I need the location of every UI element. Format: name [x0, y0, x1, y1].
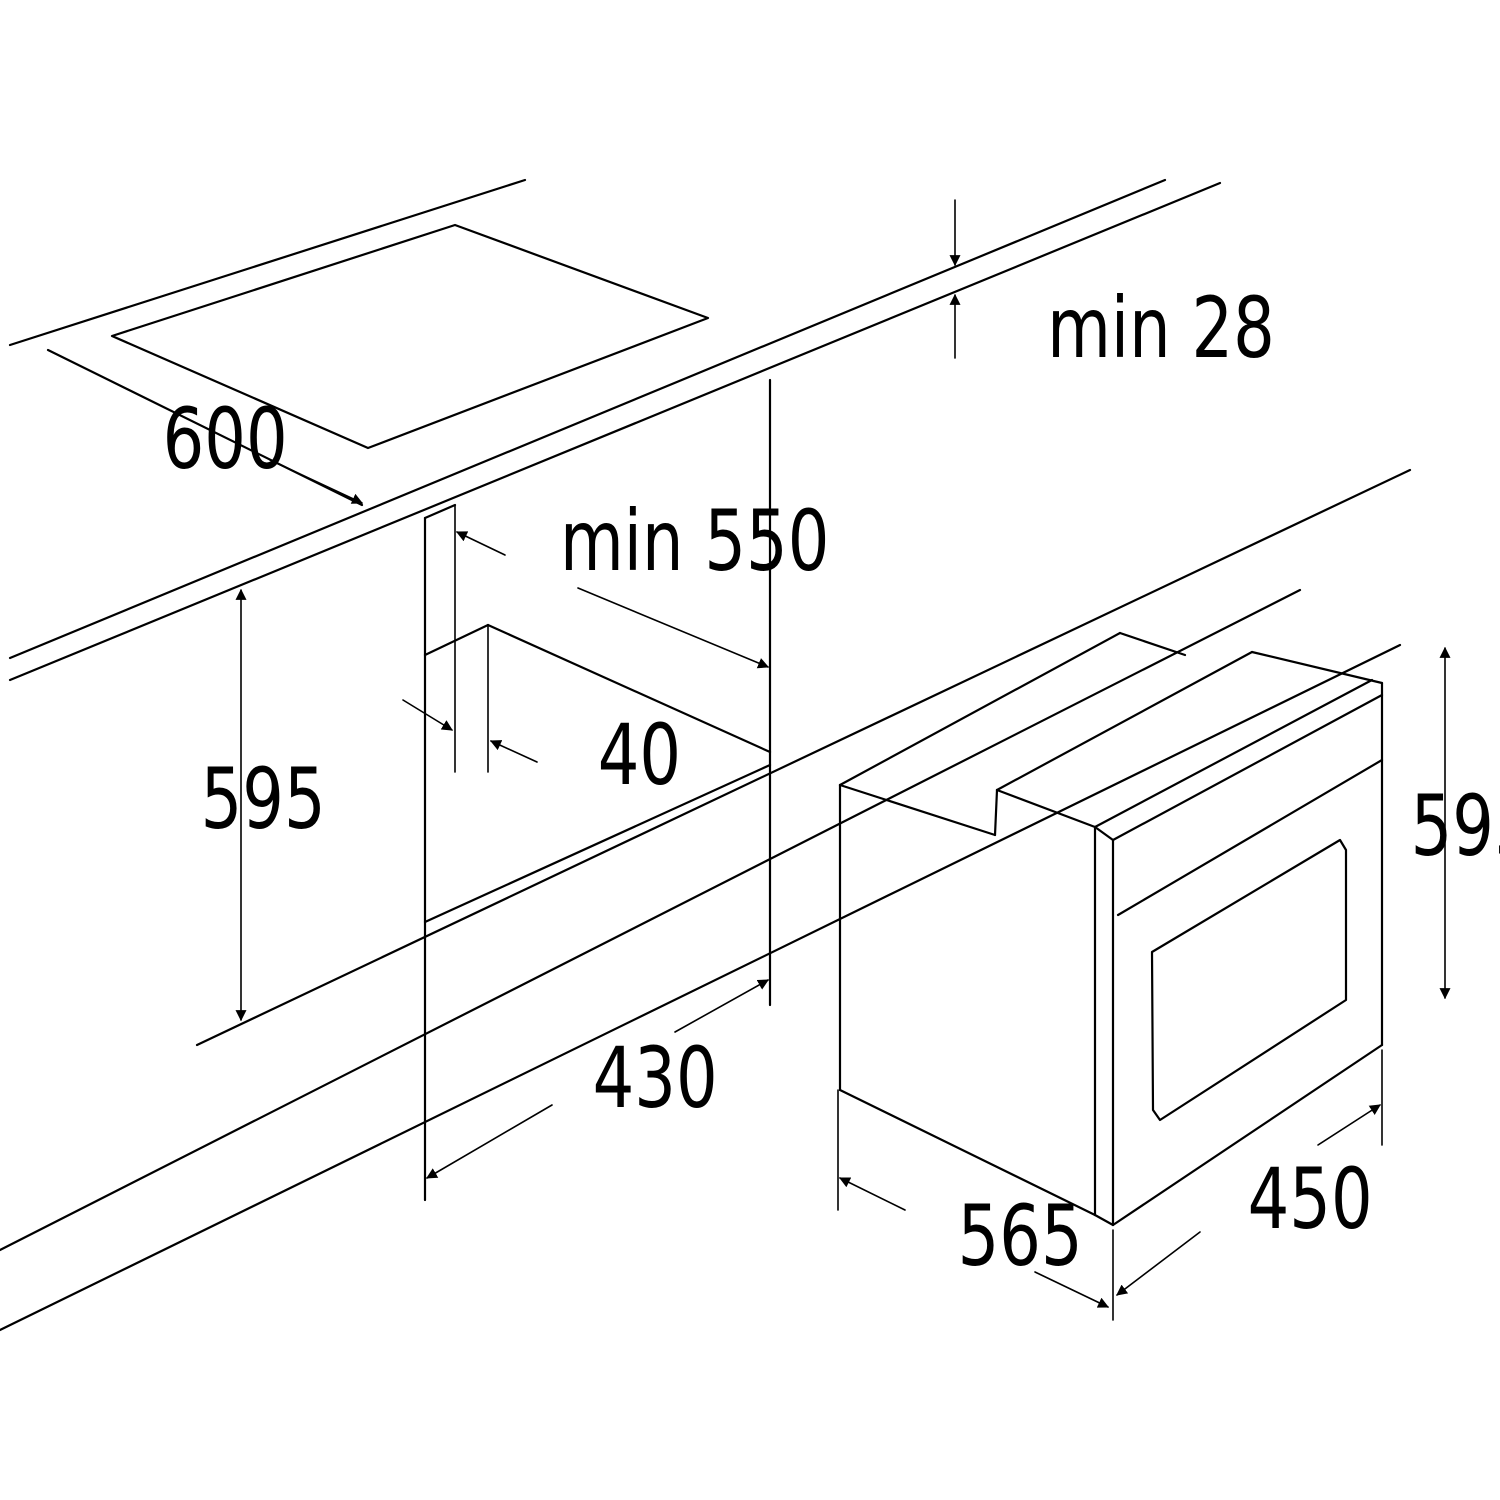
label-cutout-depth: 430: [593, 1029, 718, 1127]
dim-oven-width: [1116, 1049, 1383, 1296]
label-cutout-width: min 550: [560, 492, 829, 590]
dim-clearance: [402, 699, 538, 763]
dim-cutout-depth: [426, 979, 769, 1179]
label-oven-depth: 565: [958, 1187, 1083, 1285]
dim-hob-width-arrow: [269, 459, 363, 504]
dim-cutout-width: [456, 531, 770, 669]
oven: [838, 631, 1384, 1227]
label-hob-width: 600: [163, 390, 288, 488]
label-clearance: 40: [598, 706, 681, 804]
oven-window: [1150, 838, 1348, 1122]
hob-cutout: [110, 223, 710, 450]
label-oven-width: 450: [1248, 1150, 1373, 1248]
dim-oven-depth: [837, 1089, 1114, 1321]
label-cabinet-height: 595: [201, 750, 326, 848]
base-cabinet: [0, 468, 1412, 1332]
oven-niche: [423, 378, 772, 1202]
label-countertop-thickness: min 28: [1047, 279, 1275, 377]
label-oven-height: 595: [1411, 777, 1500, 875]
